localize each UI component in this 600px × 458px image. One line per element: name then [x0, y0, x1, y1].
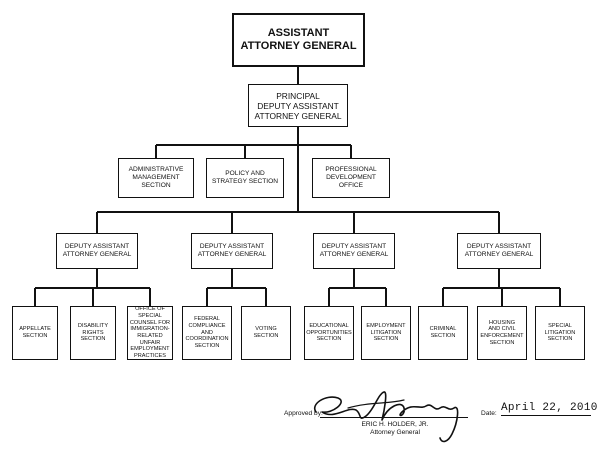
section-box-label-line: OPPORTUNITIES: [306, 329, 352, 336]
section-box-label-line: VOTING: [255, 326, 277, 333]
deputy-assistant-box-label-line: ATTORNEY GENERAL: [197, 251, 267, 258]
deputy-assistant-box-label-line: ATTORNEY GENERAL: [319, 251, 389, 258]
section-box-label-line: SECTION: [316, 336, 342, 343]
section-box-label-line: AND: [201, 329, 213, 336]
section-box-label-line: EDUCATIONAL: [309, 322, 349, 329]
staff-office-box-label-line: MANAGEMENT: [132, 174, 180, 181]
deputy-assistant-box-label-line: DEPUTY ASSISTANT: [466, 243, 532, 250]
date-label: Date:: [481, 410, 497, 417]
approval-block: Approved by: ERIC H. HOLDER, JR. Attorne…: [280, 388, 600, 448]
section-box-label-line: DISABILITY: [77, 322, 109, 329]
section-box-label-line: PRACTICES: [133, 353, 166, 360]
section-box-label-line: IMMIGRATION-: [130, 326, 170, 333]
section-box-label-line: SECTION: [373, 336, 399, 343]
assistant-attorney-general-box-label-line: ASSISTANT: [267, 27, 330, 39]
section-box-label-line: HOUSING: [488, 319, 516, 326]
section-box-label-line: SPECIAL: [548, 322, 572, 329]
signer-name: ERIC H. HOLDER, JR.: [361, 421, 429, 428]
section-box-label-line: SECTION: [547, 336, 573, 343]
principal-deputy-box-label-line: ATTORNEY GENERAL: [254, 110, 342, 121]
section-box-label-line: LITIGATION: [544, 329, 576, 336]
signature-mark: [313, 391, 459, 443]
section-box-label-line: SPECIAL: [138, 312, 162, 319]
section-box-label-line: COORDINATION: [185, 336, 229, 343]
staff-office-box-label-line: STRATEGY SECTION: [211, 178, 279, 185]
signer-title: Attorney General: [370, 429, 420, 436]
deputy-assistant-box-label-line: ATTORNEY GENERAL: [464, 251, 534, 258]
staff-office-box-label-line: ADMINISTRATIVE: [128, 166, 184, 173]
principal-deputy-box-label-line: DEPUTY ASSISTANT: [257, 100, 339, 111]
principal-deputy-box-label-line: PRINCIPAL: [276, 90, 320, 101]
signer-block: ERIC H. HOLDER, JR. Attorney General: [340, 421, 450, 437]
section-box-label-line: ENFORCEMENT: [480, 333, 524, 339]
section-box-label-line: RELATED: [137, 333, 163, 339]
section-box-label-line: OFFICE OF: [135, 306, 165, 313]
section-box-label-line: CRIMINAL: [429, 326, 457, 333]
section-box-label-line: RIGHTS: [82, 329, 104, 336]
section-box-label-line: SECTION: [22, 333, 48, 339]
section-box-label-line: SECTION: [194, 343, 220, 350]
staff-office-box-label-line: SECTION: [141, 182, 171, 189]
section-box-label-line: EMPLOYMENT: [130, 346, 170, 353]
section-box-label-line: SECTION: [430, 333, 456, 339]
staff-office-box-label-line: PROFESSIONAL: [325, 166, 377, 173]
deputy-assistant-box-label-line: DEPUTY ASSISTANT: [321, 243, 387, 250]
section-box-label-line: SECTION: [80, 336, 106, 343]
section-box-label-line: SECTION: [253, 333, 279, 339]
signature-line: [320, 417, 468, 418]
staff-office-box-label-line: DEVELOPMENT: [326, 174, 376, 181]
section-box-label-line: UNFAIR: [139, 339, 161, 346]
staff-office-box-label-line: OFFICE: [338, 182, 364, 189]
section-box-label-line: SECTION: [489, 339, 515, 346]
section-box-label-line: FEDERAL: [194, 316, 220, 323]
deputy-assistant-box-label-line: DEPUTY ASSISTANT: [199, 243, 265, 250]
section-box-label-line: COMPLIANCE: [188, 322, 226, 329]
staff-office-box-label-line: POLICY AND: [225, 170, 265, 177]
date-value: April 22, 2010: [501, 402, 598, 416]
section-box-label-line: AND CIVIL: [488, 326, 516, 333]
approved-by-label: Approved by:: [284, 410, 323, 417]
assistant-attorney-general-box-label-line: ATTORNEY GENERAL: [240, 40, 357, 52]
deputy-assistant-box-label-line: ATTORNEY GENERAL: [62, 251, 132, 258]
connector-lines: [34, 67, 561, 306]
section-box-label-line: APPELLATE: [19, 326, 51, 333]
section-box-label-line: COUNSEL FOR: [129, 319, 171, 326]
section-box-label-line: EMPLOYMENT: [366, 322, 406, 329]
section-box-label-line: LITIGATION: [370, 329, 402, 336]
deputy-assistant-box-label-line: DEPUTY ASSISTANT: [64, 243, 130, 250]
